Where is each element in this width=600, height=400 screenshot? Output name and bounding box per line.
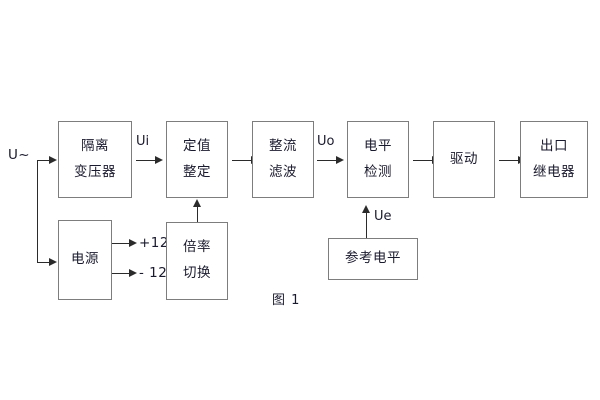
block-drive-line1: 驱动: [450, 150, 478, 167]
block-drive[interactable]: 驱动: [433, 121, 495, 198]
block-output-relay[interactable]: 出口 继电器: [520, 121, 588, 198]
block-output-relay-line1: 出口: [540, 137, 568, 154]
arrowhead-negative-rail: [129, 268, 137, 277]
block-multiplier-switch-line1: 倍率: [183, 239, 211, 256]
wire-rectifier-to-level-detection: [317, 160, 337, 161]
wire-power-supply-positive-rail: [112, 243, 130, 244]
signal-label-uo: Uo: [317, 134, 335, 149]
block-rectifier-filter-line2: 滤波: [269, 163, 297, 180]
arrowhead-to-level-detection-from-reference: [361, 205, 370, 213]
block-setting-value[interactable]: 定值 整定: [166, 121, 228, 198]
block-multiplier-switch[interactable]: 倍率 切换: [166, 222, 228, 300]
arrowhead-to-level-detection: [336, 155, 344, 164]
arrowhead-to-setting-value: [155, 155, 163, 164]
block-power-supply[interactable]: 电源: [58, 220, 112, 300]
wire-drive-to-output-relay: [499, 160, 519, 161]
wire-power-supply-negative-rail: [112, 273, 130, 274]
wire-branch-to-power-supply: [37, 262, 50, 263]
arrowhead-to-setting-value-from-multiplier: [192, 199, 201, 207]
block-reference-level-line1: 参考电平: [345, 250, 401, 267]
block-level-detection-line2: 检测: [364, 163, 392, 180]
block-power-supply-line1: 电源: [71, 251, 99, 268]
block-isolation-transformer[interactable]: 隔离 变压器: [58, 121, 132, 198]
wire-isolation-to-setting: [136, 160, 156, 161]
block-reference-level[interactable]: 参考电平: [328, 238, 418, 280]
arrowhead-positive-rail: [129, 238, 137, 247]
block-rectifier-filter-line1: 整流: [269, 137, 297, 154]
wire-level-detection-to-drive: [413, 160, 433, 161]
wire-setting-to-rectifier: [232, 160, 252, 161]
block-level-detection-line1: 电平: [364, 137, 392, 154]
block-output-relay-line2: 继电器: [533, 163, 575, 180]
signal-label-ue: Ue: [374, 209, 392, 224]
figure-caption: 图 1: [272, 293, 301, 308]
wire-branch-to-isolation-transformer: [37, 160, 50, 161]
block-multiplier-switch-line2: 切换: [183, 265, 211, 281]
block-level-detection[interactable]: 电平 检测: [347, 121, 409, 198]
arrowhead-to-power-supply: [49, 257, 57, 266]
source-label-u-ac: U~: [8, 147, 30, 163]
wire-multiplier-to-setting-value: [197, 206, 198, 222]
arrowhead-to-isolation-transformer: [49, 155, 57, 164]
block-isolation-transformer-line2: 变压器: [74, 163, 116, 180]
block-rectifier-filter[interactable]: 整流 滤波: [252, 121, 314, 198]
wire-reference-level-to-level-detection: [366, 212, 367, 238]
wire-source-vertical-trunk: [37, 160, 38, 262]
signal-label-ui: Ui: [136, 134, 150, 149]
block-setting-value-line1: 定值: [183, 137, 211, 154]
block-isolation-transformer-line1: 隔离: [81, 137, 109, 154]
block-setting-value-line2: 整定: [183, 163, 211, 180]
